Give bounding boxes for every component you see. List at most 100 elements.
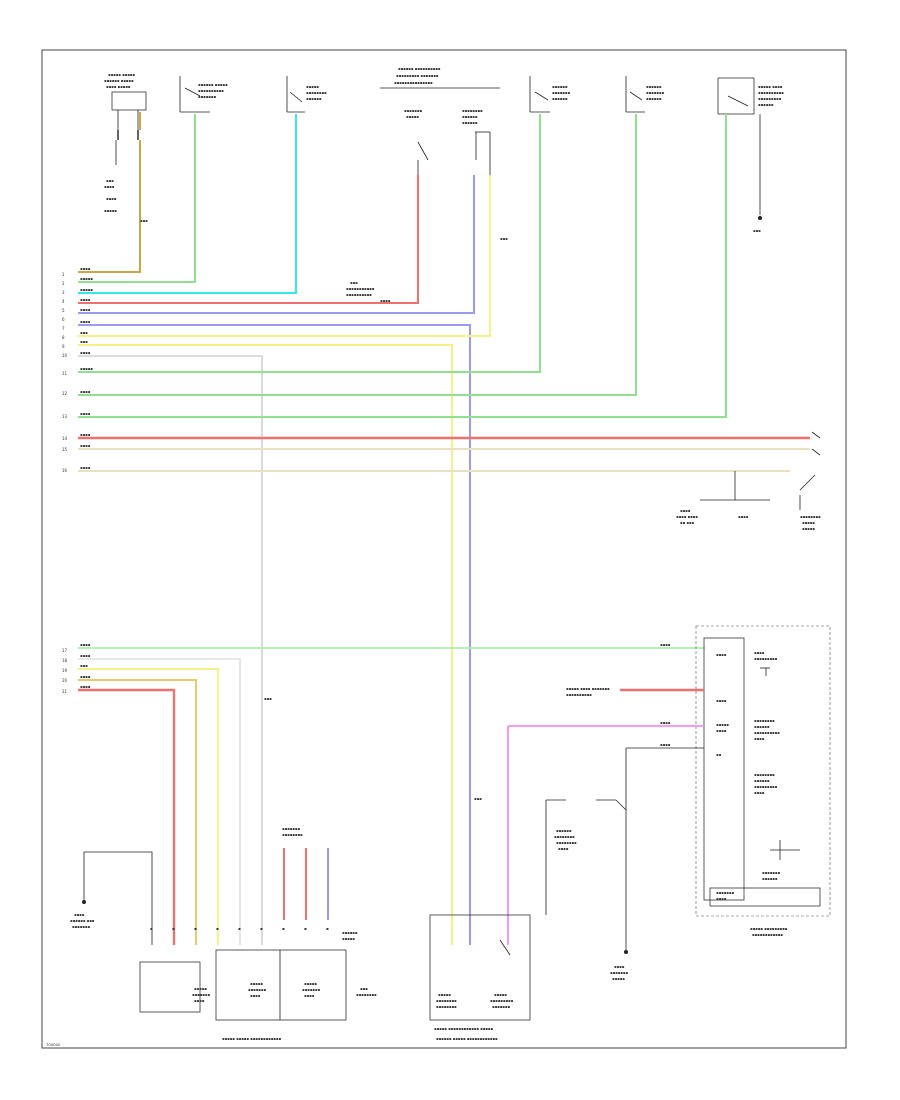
svg-text:▪▪▪▪: ▪▪▪▪ — [250, 993, 261, 998]
svg-text:▪▪▪▪▪ ▪▪▪▪▪: ▪▪▪▪▪ ▪▪▪▪▪ — [108, 72, 135, 77]
svg-text:▪▪▪▪: ▪▪▪▪ — [754, 650, 765, 655]
svg-text:▪▪▪▪▪: ▪▪▪▪▪ — [802, 526, 815, 531]
svg-text:▪▪▪▪▪: ▪▪▪▪▪ — [716, 722, 729, 727]
svg-text:3: 3 — [62, 290, 65, 295]
svg-text:▪▪▪: ▪▪▪ — [500, 236, 508, 241]
svg-text:▪▪▪▪▪▪: ▪▪▪▪▪▪ — [462, 120, 478, 125]
svg-text:▪▪▪▪▪▪▪: ▪▪▪▪▪▪▪ — [302, 987, 320, 992]
svg-text:▪▪▪▪▪▪▪▪▪▪: ▪▪▪▪▪▪▪▪▪▪ — [754, 730, 780, 735]
svg-text:16: 16 — [62, 468, 68, 473]
svg-text:▪▪▪▪▪▪▪: ▪▪▪▪▪▪▪ — [192, 992, 210, 997]
svg-text:▪▪▪▪: ▪▪▪▪ — [80, 389, 91, 394]
svg-text:▪▪▪▪▪▪: ▪▪▪▪▪▪ — [762, 876, 778, 881]
svg-text:18: 18 — [62, 658, 68, 663]
svg-text:▪▪▪▪: ▪▪▪▪ — [660, 742, 671, 747]
svg-text:▪▪▪▪▪: ▪▪▪▪▪ — [250, 981, 263, 986]
svg-text:▪▪▪: ▪▪▪ — [474, 796, 482, 801]
switch-3: ▪▪▪▪▪▪ ▪▪▪▪▪▪▪ ▪▪▪▪▪▪ — [529, 76, 570, 113]
svg-text:▪: ▪ — [304, 926, 307, 931]
svg-text:▪▪▪▪▪▪▪▪▪▪▪▪▪▪▪: ▪▪▪▪▪▪▪▪▪▪▪▪▪▪▪ — [394, 80, 433, 85]
svg-text:▪▪▪▪▪▪▪▪: ▪▪▪▪▪▪▪▪ — [462, 108, 483, 113]
top-center-header: ▪▪▪▪▪▪ ▪▪▪▪▪▪▪▪▪▪ ▪▪▪▪▪▪▪▪▪ ▪▪▪▪▪▪▪ ▪▪▪▪… — [380, 66, 500, 89]
svg-text:▪: ▪ — [238, 926, 241, 931]
svg-text:▪▪▪▪▪▪▪: ▪▪▪▪▪▪▪ — [72, 924, 90, 929]
switch-2: ▪▪▪▪▪ ▪▪▪▪▪▪▪▪ ▪▪▪▪▪▪ — [286, 76, 327, 113]
svg-text:▪▪▪▪: ▪▪▪▪ — [80, 297, 91, 302]
svg-text:▪▪▪▪: ▪▪▪▪ — [716, 728, 727, 733]
svg-text:21: 21 — [62, 689, 68, 694]
bottom-left-module: ▪▪▪▪▪ ▪▪▪▪▪▪▪ ▪▪▪▪ ▪▪▪▪▪ ▪▪▪▪▪▪▪ ▪▪▪▪ ▪▪… — [139, 949, 377, 1041]
svg-text:▪▪▪▪▪▪: ▪▪▪▪▪▪ — [306, 96, 322, 101]
wire-green-3 — [78, 114, 637, 396]
svg-text:▪▪▪▪: ▪▪▪▪ — [80, 642, 91, 647]
svg-text:▪▪▪▪▪▪▪▪: ▪▪▪▪▪▪▪▪ — [556, 840, 577, 845]
svg-text:1: 1 — [62, 272, 65, 277]
svg-text:▪▪▪▪▪: ▪▪▪▪▪ — [80, 276, 93, 281]
svg-text:▪: ▪ — [282, 926, 285, 931]
svg-text:▪▪▪▪▪▪▪: ▪▪▪▪▪▪▪ — [552, 90, 570, 95]
svg-text:▪▪▪▪: ▪▪▪▪ — [80, 432, 91, 437]
svg-text:▪▪▪▪: ▪▪▪▪ — [80, 266, 91, 271]
svg-text:▪▪▪▪▪▪▪▪▪▪: ▪▪▪▪▪▪▪▪▪▪ — [566, 692, 592, 697]
svg-text:▪▪▪▪: ▪▪▪▪ — [80, 350, 91, 355]
wire-lower-gray — [78, 658, 241, 945]
svg-text:▪▪▪▪▪▪ ▪▪▪▪▪ ▪▪▪▪▪▪▪▪▪▪▪▪: ▪▪▪▪▪▪ ▪▪▪▪▪ ▪▪▪▪▪▪▪▪▪▪▪▪ — [436, 1036, 498, 1041]
svg-text:▪▪▪▪: ▪▪▪▪ — [80, 411, 91, 416]
svg-text:▪▪▪▪: ▪▪▪▪ — [380, 298, 391, 303]
svg-text:▪▪▪▪▪▪ ▪▪▪▪▪: ▪▪▪▪▪▪ ▪▪▪▪▪ — [198, 82, 228, 87]
svg-text:9: 9 — [62, 344, 65, 349]
center-switch-right: ▪▪▪▪▪▪▪▪ ▪▪▪▪▪▪ ▪▪▪▪▪▪ — [462, 108, 491, 175]
svg-text:▪▪▪▪▪▪▪▪: ▪▪▪▪▪▪▪▪ — [356, 992, 377, 997]
svg-text:▪▪▪▪▪▪▪▪: ▪▪▪▪▪▪▪▪ — [754, 772, 775, 777]
relay-top-right: ▪▪▪▪▪ ▪▪▪▪ ▪▪▪▪▪▪▪▪▪▪ ▪▪▪▪▪▪▪▪▪ ▪▪▪▪▪▪ ▪… — [717, 77, 784, 233]
svg-text:▪▪▪▪▪▪ ▪▪▪▪▪▪▪▪▪▪: ▪▪▪▪▪▪ ▪▪▪▪▪▪▪▪▪▪ — [398, 66, 441, 71]
svg-text:▪▪▪▪: ▪▪▪▪ — [660, 720, 671, 725]
svg-text:▪▪▪▪: ▪▪▪▪ — [738, 514, 749, 519]
svg-text:▪▪: ▪▪ — [716, 752, 722, 757]
wire-tags-top: ▪▪▪▪ ▪▪▪▪▪ ▪▪▪▪▪ ▪▪▪▪ ▪▪▪▪ ▪▪▪▪ ▪▪▪ ▪▪▪ … — [80, 218, 508, 470]
svg-text:▪▪▪▪▪▪: ▪▪▪▪▪▪ — [646, 84, 662, 89]
svg-text:▪▪▪▪▪▪▪: ▪▪▪▪▪▪▪ — [282, 826, 300, 831]
svg-text:▪▪▪▪▪▪: ▪▪▪▪▪▪ — [552, 84, 568, 89]
wire-tags-lower: ▪▪▪▪ ▪▪▪▪ ▪▪▪ ▪▪▪▪ ▪▪▪▪ ▪▪▪ ▪▪▪ — [80, 642, 482, 801]
svg-text:▪▪▪▪▪▪▪▪: ▪▪▪▪▪▪▪▪ — [306, 90, 327, 95]
svg-text:▪▪▪: ▪▪▪ — [140, 218, 148, 223]
svg-text:▪▪▪▪▪▪▪▪: ▪▪▪▪▪▪▪▪ — [554, 834, 575, 839]
svg-text:2: 2 — [62, 281, 65, 286]
svg-text:▪▪▪▪ ▪▪▪▪▪: ▪▪▪▪ ▪▪▪▪▪ — [106, 84, 131, 89]
wire-blue-2 — [78, 324, 471, 945]
svg-text:7: 7 — [62, 326, 65, 331]
svg-text:▪▪▪▪▪: ▪▪▪▪▪ — [494, 992, 507, 997]
figure-id: T00000 — [45, 1042, 61, 1047]
svg-text:▪▪▪▪: ▪▪▪▪ — [104, 184, 115, 189]
svg-text:▪▪▪▪▪▪ ▪▪▪▪▪: ▪▪▪▪▪▪ ▪▪▪▪▪ — [104, 78, 134, 83]
svg-text:▪▪▪▪▪▪: ▪▪▪▪▪▪ — [754, 778, 770, 783]
svg-text:▪▪▪▪▪: ▪▪▪▪▪ — [194, 986, 207, 991]
svg-text:17: 17 — [62, 648, 68, 653]
lower-right-module: ▪▪▪▪ ▪▪▪▪ ▪▪▪▪▪ ▪▪▪▪ ▪▪ ▪▪▪▪ ▪▪▪▪▪▪▪▪▪ ▪… — [695, 625, 831, 937]
svg-text:▪▪▪▪▪▪▪: ▪▪▪▪▪▪▪ — [762, 870, 780, 875]
svg-text:▪▪▪: ▪▪▪ — [753, 228, 761, 233]
svg-text:▪▪▪▪▪▪▪▪▪▪: ▪▪▪▪▪▪▪▪▪▪ — [346, 292, 372, 297]
svg-text:11: 11 — [62, 371, 68, 376]
svg-text:▪▪▪▪: ▪▪▪▪ — [80, 307, 91, 312]
svg-text:▪▪ ▪▪▪: ▪▪ ▪▪▪ — [680, 520, 695, 525]
svg-text:5: 5 — [62, 308, 65, 313]
wire-tan — [78, 112, 141, 273]
svg-text:▪▪▪▪▪: ▪▪▪▪▪ — [612, 976, 625, 981]
svg-text:▪▪▪▪: ▪▪▪▪ — [74, 912, 85, 917]
svg-text:12: 12 — [62, 391, 68, 396]
svg-text:6: 6 — [62, 317, 65, 322]
svg-text:▪▪▪▪▪▪▪▪: ▪▪▪▪▪▪▪▪ — [436, 1004, 457, 1009]
svg-text:▪▪▪▪▪▪: ▪▪▪▪▪▪ — [556, 828, 572, 833]
svg-text:▪▪▪▪▪ ▪▪▪▪▪▪▪▪▪: ▪▪▪▪▪ ▪▪▪▪▪▪▪▪▪ — [750, 926, 788, 931]
wire-green-4 — [78, 114, 727, 418]
svg-text:▪▪▪▪: ▪▪▪▪ — [80, 653, 91, 658]
svg-text:▪▪▪▪: ▪▪▪▪ — [80, 319, 91, 324]
svg-text:▪▪▪: ▪▪▪ — [360, 986, 368, 991]
svg-text:▪▪▪▪▪▪▪▪▪: ▪▪▪▪▪▪▪▪▪ — [490, 998, 514, 1003]
svg-text:14: 14 — [62, 436, 68, 441]
svg-text:▪▪▪▪: ▪▪▪▪ — [106, 196, 117, 201]
svg-text:▪▪▪▪▪▪▪▪▪: ▪▪▪▪▪▪▪▪▪ — [754, 784, 778, 789]
svg-text:▪▪▪▪: ▪▪▪▪ — [80, 465, 91, 470]
